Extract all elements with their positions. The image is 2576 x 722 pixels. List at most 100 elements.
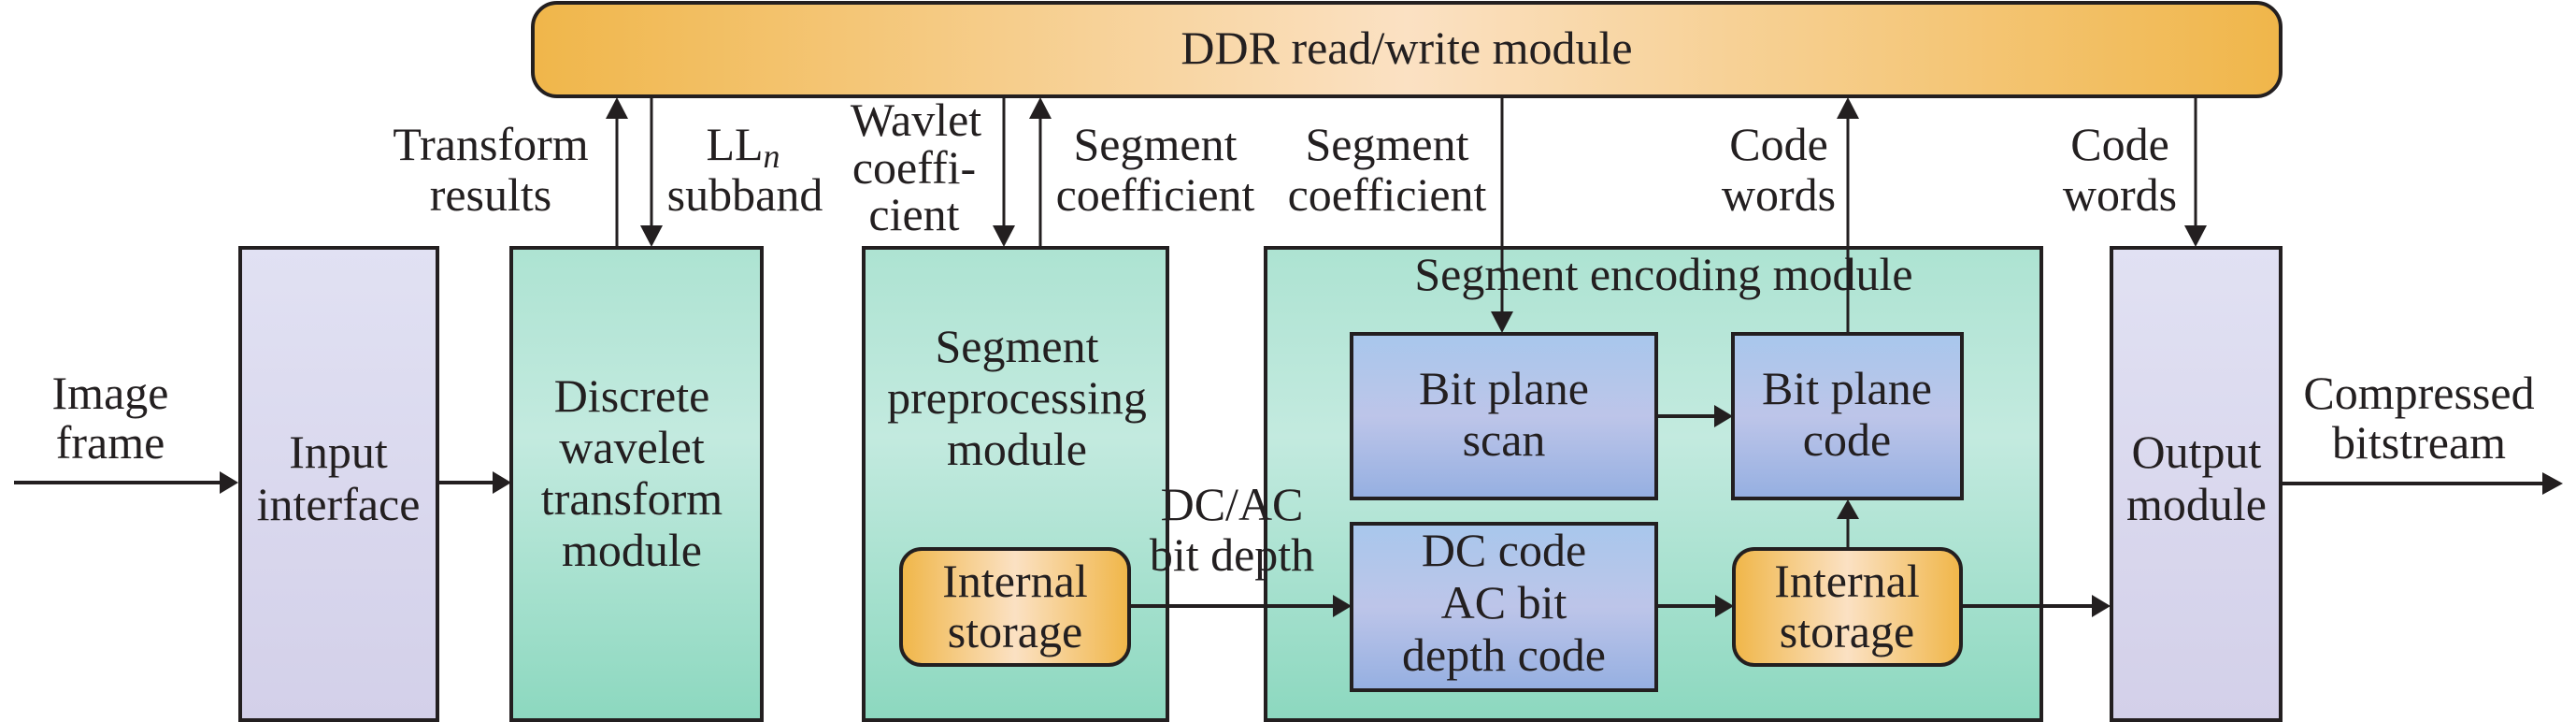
bit-plane-scan-label-line-2: scan <box>1463 413 1546 466</box>
preproc-storage-label-line-2: storage <box>948 605 1082 657</box>
arrowhead-icon <box>1491 311 1513 333</box>
arrowhead-icon <box>493 471 511 494</box>
dc-ac-bit-depth-label: DC/AC bit depth <box>1150 478 1314 581</box>
wavelet-coefficient-label-line-1: Wavlet <box>851 94 981 146</box>
arrowhead-icon <box>2542 472 2563 495</box>
storage-to-bit-plane-code-arrow <box>1837 499 1859 549</box>
arrowhead-icon <box>606 97 628 119</box>
code-words-down-label: Code words <box>2063 118 2177 221</box>
segment-preprocessing-module: Segment preprocessing module Internal st… <box>862 246 1169 722</box>
arrowhead-icon <box>640 225 663 247</box>
transform-results-label-line-2: results <box>430 168 552 221</box>
arrowhead-icon <box>2184 225 2207 247</box>
code-words-up-label-line-2: words <box>1722 168 1836 221</box>
code-words-down-label-line-2: words <box>2063 168 2177 221</box>
lln-subband-label-line-2: subband <box>667 168 823 221</box>
segment-coefficient-down-label: Segment coefficient <box>1288 118 1487 221</box>
transform-results-label: Transform results <box>393 118 588 221</box>
arrowhead-icon <box>1837 97 1859 119</box>
dwt-module-box <box>509 246 764 722</box>
dwt-module: Discrete wavelet transform module <box>509 246 764 722</box>
preproc-internal-storage: Internal storage <box>899 547 1131 667</box>
input-to-dwt-arrow <box>437 471 511 494</box>
input-interface-box <box>238 246 439 722</box>
bit-plane-code-box <box>1731 332 1964 500</box>
bit-plane-code-label-line-1: Bit plane <box>1762 362 1932 414</box>
output-module-box <box>2110 246 2283 722</box>
encoding-storage-label-line-1: Internal <box>1774 555 1919 607</box>
arrowhead-icon <box>1333 595 1352 617</box>
dc-ac-bit-depth-label-line-2: bit depth <box>1150 528 1314 581</box>
dc-ac-bit-depth-label-line-1: DC/AC <box>1161 478 1304 530</box>
encoding-storage-label-line-2: storage <box>1780 605 1914 657</box>
dc-ac-code-block: DC code AC bit depth code <box>1350 522 1658 692</box>
wavelet-coefficient-arrow <box>993 97 1015 247</box>
segment-encoding-module: Segment encoding module Bit plane scan B… <box>1264 246 2043 722</box>
ddr-module-box <box>531 1 2283 98</box>
output-label-line-2: module <box>2126 478 2267 530</box>
image-frame-arrow <box>14 471 238 494</box>
encoding-internal-storage: Internal storage <box>1732 547 1963 667</box>
compressed-bitstream-label-line-2: bitstream <box>2332 416 2506 469</box>
image-frame-label-line-1: Image <box>52 367 169 419</box>
arrowhead-icon <box>2092 595 2111 617</box>
preproc-storage-label-line-1: Internal <box>942 555 1087 607</box>
segment-coefficient-up-label-line-1: Segment <box>1074 118 1238 170</box>
arrowhead-icon <box>993 225 1015 247</box>
preproc-label-line-1: Segment <box>936 320 1099 372</box>
lln-subband-label: LLn subband <box>667 118 823 221</box>
segment-encoding-label: Segment encoding module <box>1414 248 1912 300</box>
bit-plane-scan-label-line-1: Bit plane <box>1419 362 1589 414</box>
lln-main-text: LL <box>706 118 763 170</box>
storage-to-dc-code-arrow <box>1129 595 1352 617</box>
lln-subscript: n <box>764 137 780 175</box>
code-words-up-label-line-1: Code <box>1729 118 1828 170</box>
arrowhead-icon <box>1715 595 1734 617</box>
arrowhead-icon <box>1837 499 1859 519</box>
compressed-bitstream-label: Compressed bitstream <box>2303 367 2534 469</box>
code-words-up-arrow <box>1837 97 1859 334</box>
preproc-label-line-3: module <box>947 423 1087 475</box>
lln-subband-label-line-1: LLn <box>706 118 780 175</box>
dwt-label-line-3: transform <box>541 472 723 525</box>
wavelet-coefficient-label-line-2: coeffi- <box>852 141 976 194</box>
ddr-module: DDR read/write module <box>531 1 2283 98</box>
dc-code-label-line-3: depth code <box>1402 628 1606 681</box>
wavelet-coefficient-label: Wavlet coeffi- cient <box>851 94 981 240</box>
segment-coefficient-up-label-line-2: coefficient <box>1056 168 1255 221</box>
arrowhead-icon <box>1029 97 1052 119</box>
dc-code-to-storage-arrow <box>1656 595 1734 617</box>
input-interface-module: Input interface <box>238 246 439 722</box>
code-words-down-label-line-1: Code <box>2070 118 2169 170</box>
preproc-label-line-2: preprocessing <box>887 371 1147 424</box>
code-words-up-label: Code words <box>1722 118 1836 221</box>
output-bitstream-arrow <box>2281 472 2563 495</box>
code-words-down-arrow <box>2184 97 2207 247</box>
input-interface-label-line-1: Input <box>289 426 388 478</box>
arrowhead-icon <box>1714 405 1733 427</box>
output-module: Output module <box>2110 246 2283 722</box>
input-interface-label-line-2: interface <box>257 478 421 530</box>
segment-coefficient-up-arrow <box>1029 97 1052 248</box>
segment-coefficient-down-arrow <box>1491 97 1513 333</box>
ddr-module-label: DDR read/write module <box>1181 22 1632 74</box>
dc-code-label-line-2: AC bit <box>1441 576 1567 628</box>
storage-to-output-arrow <box>1961 595 2111 617</box>
lln-subband-arrow <box>640 97 663 247</box>
wavelet-coefficient-label-line-3: cient <box>868 188 959 240</box>
arrowhead-icon <box>220 471 238 494</box>
image-frame-label: Image frame <box>52 367 169 469</box>
bit-plane-scan-block: Bit plane scan <box>1350 332 1658 500</box>
image-frame-label-line-2: frame <box>56 416 165 469</box>
scan-to-code-arrow <box>1656 405 1733 427</box>
dwt-label-line-4: module <box>562 524 702 576</box>
transform-results-arrow <box>606 97 628 248</box>
dc-code-label-line-1: DC code <box>1422 524 1586 576</box>
compressed-bitstream-label-line-1: Compressed <box>2303 367 2534 419</box>
bit-plane-scan-box <box>1350 332 1658 500</box>
dwt-label-line-2: wavelet <box>559 421 705 473</box>
segment-coefficient-up-label: Segment coefficient <box>1056 118 1255 221</box>
segment-coefficient-down-label-line-1: Segment <box>1306 118 1469 170</box>
bit-plane-code-label-line-2: code <box>1803 413 1891 466</box>
